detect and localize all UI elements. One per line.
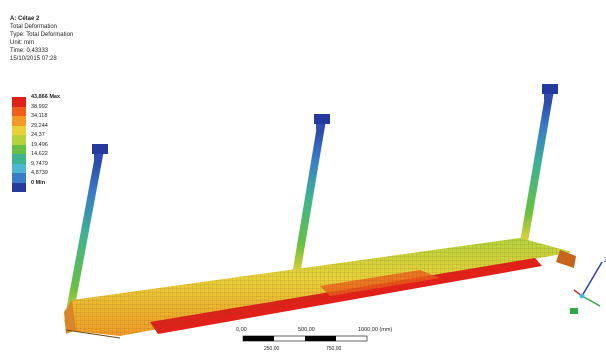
post-left: [64, 144, 108, 322]
legend-swatch: [12, 116, 26, 126]
bridge-deck: [64, 238, 576, 339]
analysis-title: A: Cétae 2: [10, 16, 40, 22]
post-right: [520, 84, 558, 242]
legend-swatch: [12, 173, 26, 183]
legend-value: 14,622: [31, 151, 48, 157]
info-line: Total Deformation: [10, 24, 58, 30]
triad-z-label: Z: [604, 258, 606, 264]
legend-swatch: [12, 144, 26, 154]
legend-value: 4,8739: [31, 170, 48, 176]
info-line: Time: 0,43333: [10, 48, 49, 54]
info-line: Unit: mm: [10, 40, 34, 46]
legend-swatch: [12, 106, 26, 116]
coordinate-triad[interactable]: Z: [570, 258, 606, 314]
legend-value: 38,992: [31, 103, 48, 110]
legend-swatch: [12, 135, 26, 145]
legend-value: 34,118: [31, 113, 48, 119]
result-info-panel: A: Cétae 2 Total Deformation Type: Total…: [10, 15, 73, 63]
legend-value: 24,37: [31, 132, 45, 138]
legend-swatch: [12, 125, 26, 135]
post-middle: [292, 114, 330, 275]
legend-value: 19,496: [31, 141, 48, 148]
legend-swatch: [12, 163, 26, 173]
legend-value: 9,7479: [31, 160, 48, 167]
info-line: 15/10/2015 07:28: [10, 56, 57, 62]
info-line: Type: Total Deformation: [10, 32, 74, 38]
iso-icon[interactable]: [570, 308, 578, 314]
legend-value: 0 Min: [31, 179, 46, 186]
legend-swatch: [12, 182, 26, 192]
legend-value: 29,244: [31, 122, 48, 129]
legend-swatch: [12, 97, 26, 107]
legend-swatch: [12, 154, 26, 164]
legend-value: 43,866 Max: [31, 94, 61, 100]
